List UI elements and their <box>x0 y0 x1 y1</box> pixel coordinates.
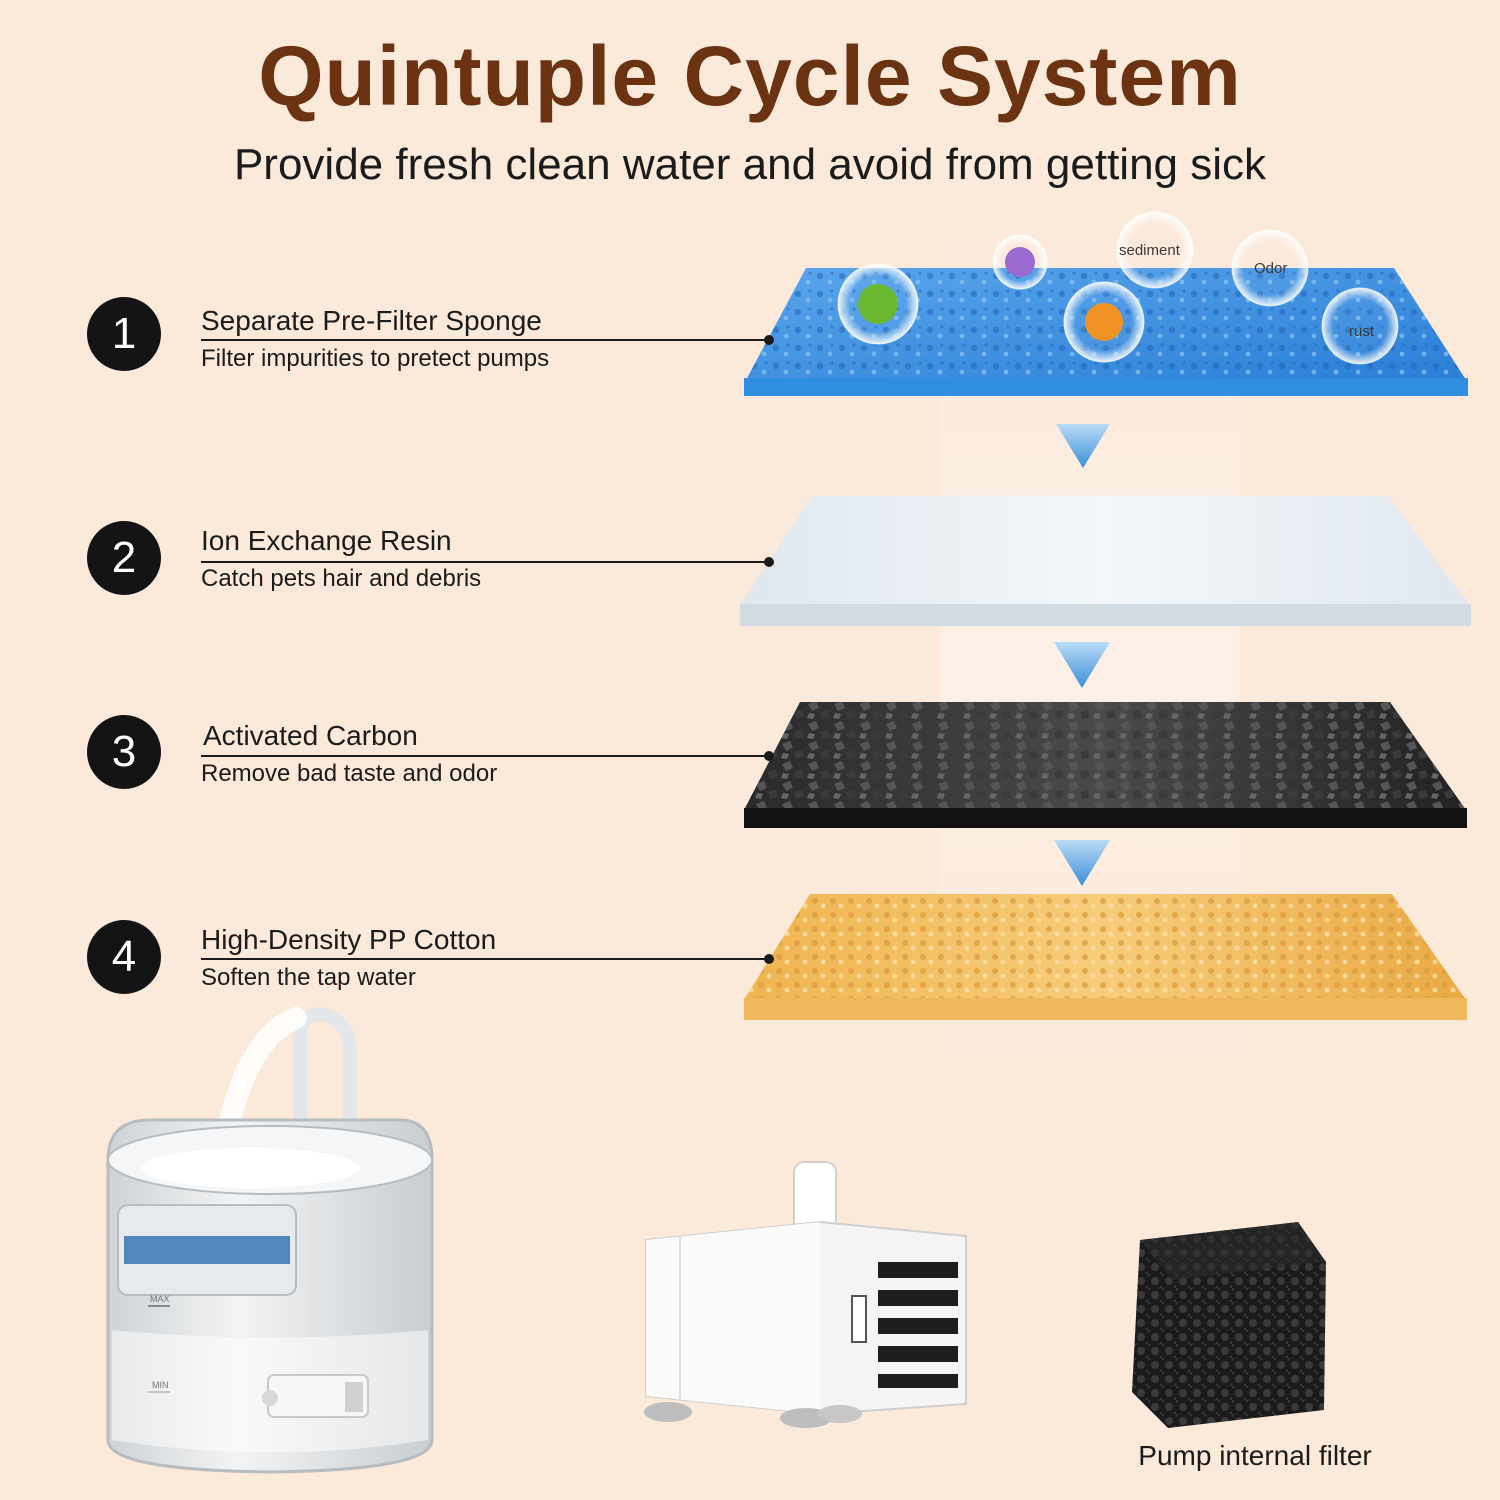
page-title: Quintuple Cycle System <box>258 29 1242 123</box>
pump-filter-caption: Pump internal filter <box>1138 1440 1372 1471</box>
leader-line <box>201 958 767 960</box>
leader-dot <box>764 335 774 345</box>
pp-cotton-layer <box>744 894 1467 1020</box>
flow-arrow-2 <box>1054 642 1110 688</box>
step-number-badge: 4 <box>87 920 161 994</box>
step-4: 4 High-Density PP Cotton Soften the tap … <box>0 918 790 1018</box>
step-name: Activated Carbon <box>203 720 418 751</box>
page-subtitle: Provide fresh clean water and avoid from… <box>233 140 1267 189</box>
step-number-badge: 2 <box>87 521 161 595</box>
step-name: High-Density PP Cotton <box>201 924 497 955</box>
step-2: 2 Ion Exchange Resin Catch pets hair and… <box>0 519 790 619</box>
water-fountain <box>106 1007 434 1474</box>
ion-exchange-resin-layer <box>740 496 1471 626</box>
step-description: Soften the tap water <box>201 964 416 991</box>
contaminant-bubbles <box>837 211 1399 365</box>
step-1: 1 Separate Pre-Filter Sponge Filter impu… <box>0 297 790 397</box>
leader-dot <box>764 954 774 964</box>
activated-carbon-layer <box>744 702 1467 828</box>
step-name: Ion Exchange Resin <box>201 525 452 556</box>
step-description: Filter impurities to pretect pumps <box>201 345 550 372</box>
step-number-badge: 1 <box>87 297 161 371</box>
leader-line <box>201 755 767 757</box>
pump-foam-filter <box>1132 1222 1326 1428</box>
step-description: Catch pets hair and debris <box>201 565 482 592</box>
step-3: 3 Activated Carbon Remove bad taste and … <box>0 713 790 813</box>
water-pump <box>644 1161 967 1428</box>
contaminant-label-rust: rust <box>1349 323 1375 340</box>
leader-line <box>201 339 767 341</box>
flow-arrow-3 <box>1054 840 1110 886</box>
leader-dot <box>764 557 774 567</box>
flow-arrow-1 <box>1056 424 1110 468</box>
min-mark: MIN <box>152 1380 169 1390</box>
step-number-badge: 3 <box>87 715 161 789</box>
leader-dot <box>764 751 774 761</box>
step-name: Separate Pre-Filter Sponge <box>201 305 542 336</box>
contaminant-label-sediment: sediment <box>1119 242 1180 259</box>
step-description: Remove bad taste and odor <box>201 760 498 787</box>
contaminant-label-odor: Odor <box>1254 260 1288 277</box>
max-mark: MAX <box>150 1294 170 1304</box>
leader-line <box>201 561 767 563</box>
